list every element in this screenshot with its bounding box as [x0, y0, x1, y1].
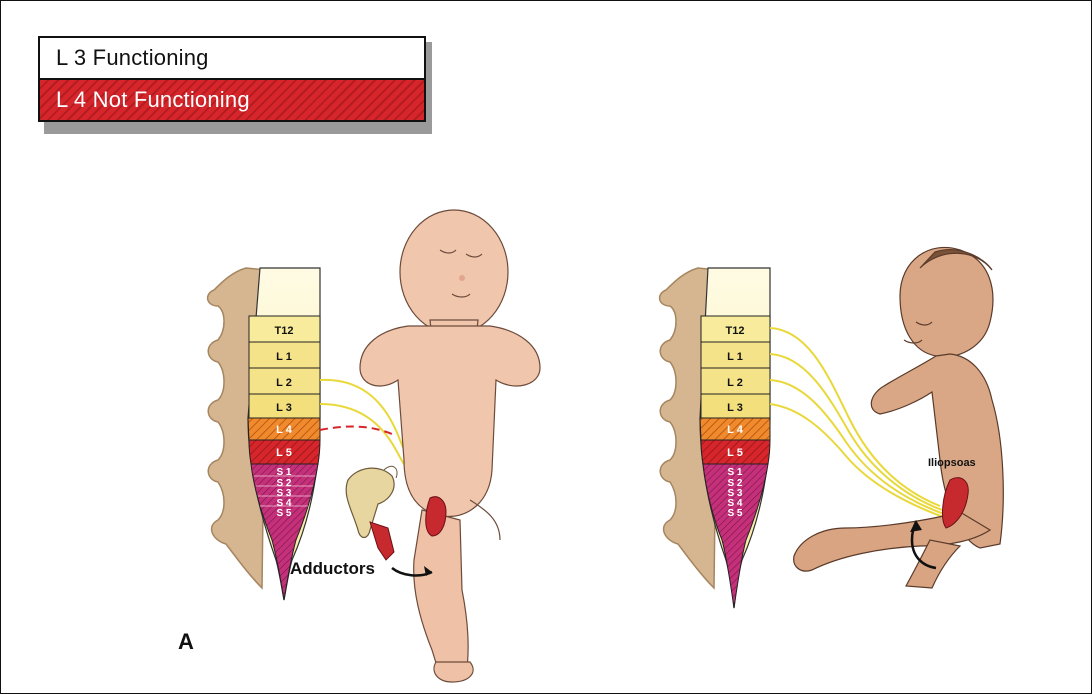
standing-baby	[360, 210, 540, 682]
left-seg-l1: L 1	[276, 351, 292, 363]
right-seg-s1: S 1	[727, 467, 742, 478]
left-seg-t12: T12	[275, 325, 294, 337]
pelvis-bone	[346, 466, 397, 560]
right-seg-t12: T12	[726, 325, 745, 337]
adductors-label: Adductors	[290, 559, 375, 578]
left-seg-s1: S 1	[276, 467, 291, 478]
right-seg-l5: L 5	[727, 447, 743, 459]
left-seg-l2: L 2	[276, 377, 292, 389]
right-seg-l3: L 3	[727, 402, 743, 414]
panel-label: A	[178, 629, 194, 654]
right-seg-l4: L 4	[727, 424, 744, 436]
left-panel: T12 L 1 L 2 L 3 L 4 L 5 S 1 S 2 S 3 S 4 …	[208, 210, 540, 682]
left-seg-l3: L 3	[276, 402, 292, 414]
left-seg-l5: L 5	[276, 447, 292, 459]
right-seg-s5: S 5	[727, 508, 742, 519]
left-seg-s5: S 5	[276, 508, 291, 519]
left-seg-l4: L 4	[276, 424, 293, 436]
iliopsoas-label: Iliopsoas	[928, 457, 976, 469]
right-seg-l2: L 2	[727, 377, 743, 389]
right-nerves	[770, 328, 946, 518]
right-panel: T12 L 1 L 2 L 3 L 4 L 5 S 1 S 2 S 3 S 4 …	[660, 247, 1004, 608]
right-seg-l1: L 1	[727, 351, 743, 363]
seated-baby	[794, 247, 1004, 588]
